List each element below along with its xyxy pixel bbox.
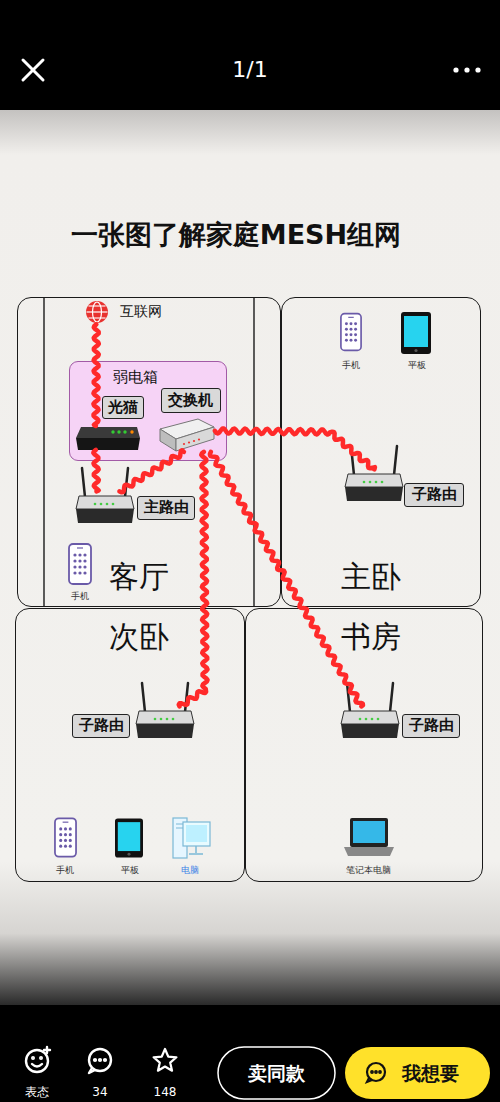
network-cable (215, 429, 375, 470)
reaction-icon (26, 1047, 50, 1072)
device-tag: 子路由 (404, 483, 464, 507)
page-counter: 1/1 (200, 57, 300, 83)
wiring-box: 光猫交换机弱电箱 (69, 361, 227, 461)
room-name: 客厅 (89, 559, 189, 595)
router-icon (345, 446, 403, 501)
close-icon (23, 60, 43, 80)
room-name: 主卧 (321, 559, 421, 595)
bottom-bar (0, 1005, 500, 1102)
router-icon (341, 683, 399, 738)
button-label: 卖同款 (226, 1060, 326, 1086)
diagram-title: 一张图了解家庭MESH组网 (16, 218, 456, 252)
switch-node: 交换机 (157, 416, 215, 452)
network-cable (119, 450, 184, 492)
toolbar-label: 表态 (12, 1084, 62, 1100)
room-box: 子路由主卧 (281, 297, 481, 607)
device-tag: 主路由 (137, 496, 195, 520)
room-box: 子路由 书房 (245, 608, 483, 882)
internet-node: 互联网 (83, 298, 173, 324)
network-cable (93, 450, 99, 492)
router-icon (136, 683, 194, 738)
room-name: 次卧 (89, 619, 189, 655)
desktop-icon (173, 818, 210, 858)
more-icon (453, 67, 480, 72)
phone-icon (69, 544, 91, 584)
image-area (0, 110, 500, 1005)
comment-icon (89, 1049, 111, 1073)
device-label: 手机 (331, 359, 371, 371)
node-label: 互联网 (109, 301, 173, 321)
phone-icon (55, 818, 76, 856)
device-label: 手机 (45, 864, 85, 876)
modem-node: 光猫 (74, 426, 140, 450)
tablet-icon (401, 312, 431, 354)
star-icon (154, 1049, 177, 1071)
toolbar-count: 34 (75, 1084, 125, 1100)
device-tag: 子路由 (402, 714, 460, 738)
toolbar-count: 148 (140, 1084, 190, 1100)
network-cable (93, 324, 98, 426)
modem-icon (76, 427, 140, 450)
phone-icon (341, 314, 361, 351)
switch-icon (160, 419, 214, 451)
yellow-button (345, 1047, 490, 1099)
device-tag: 交换机 (161, 388, 221, 413)
tablet-icon (115, 818, 143, 857)
device-label: 笔记本电脑 (338, 864, 398, 876)
device-label: 手机 (60, 590, 100, 602)
device-label: 平板 (397, 359, 437, 371)
room-name: 书房 (321, 619, 421, 655)
device-tag: 子路由 (72, 714, 130, 738)
device-label: 平板 (110, 864, 150, 876)
room-inner-line (43, 298, 44, 606)
room-box: 互联网光猫交换机弱电箱主路由客厅 (17, 297, 281, 607)
button-label: 我想要 (385, 1060, 475, 1086)
router-node: 子路由 (135, 706, 193, 740)
router-node: 主路由 (74, 491, 134, 525)
device-tag: 光猫 (102, 396, 144, 419)
device-label: 电脑 (170, 864, 210, 876)
network-cable (179, 452, 208, 707)
router-node: 子路由 (344, 469, 402, 503)
laptop-icon (344, 818, 394, 856)
router-icon (76, 468, 134, 523)
network-cable (210, 452, 363, 707)
room-box: 子路由 次卧 (15, 608, 245, 882)
node-label: 弱电箱 (99, 367, 173, 387)
chat-icon (367, 1063, 385, 1082)
globe-icon (86, 301, 108, 323)
outline-button (218, 1047, 335, 1099)
room-inner-line (253, 298, 254, 606)
router-node: 子路由 (339, 706, 399, 740)
top-bar (0, 0, 500, 110)
